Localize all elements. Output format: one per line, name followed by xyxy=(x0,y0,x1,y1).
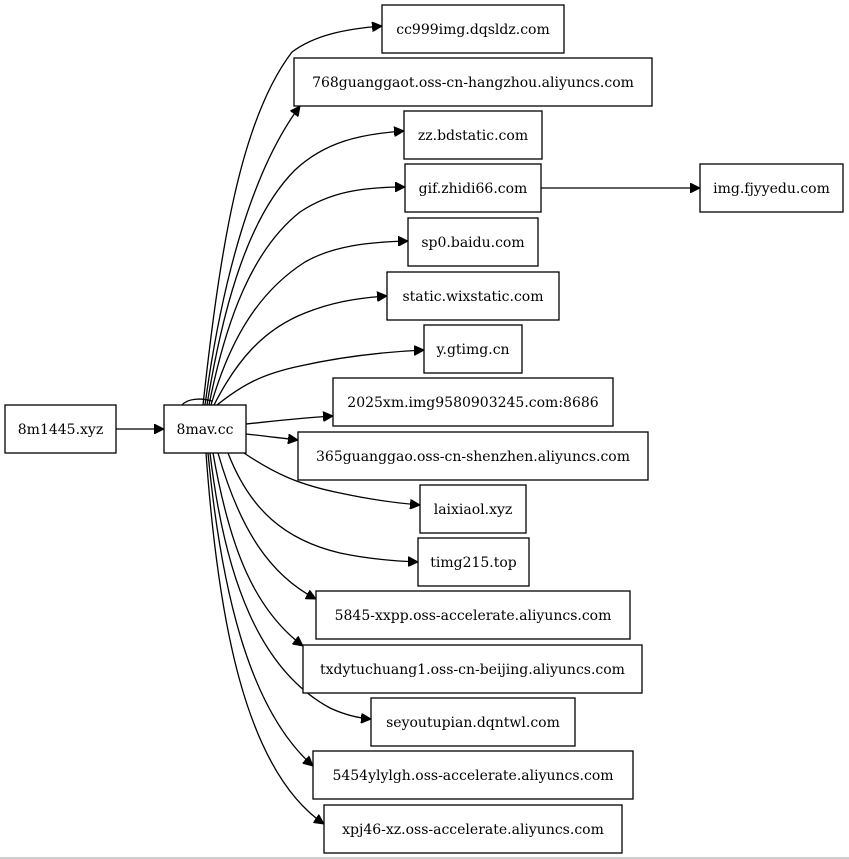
node-txdytuchuang1: txdytuchuang1.oss-cn-beijing.aliyuncs.co… xyxy=(302,644,643,694)
node-label: gif.zhidi66.com xyxy=(419,181,528,197)
node-label: 2025xm.img9580903245.com:8686 xyxy=(347,395,598,411)
edge-8mav-to-staticwix xyxy=(213,296,387,406)
edge-8mav-to-laixiaol xyxy=(243,452,420,505)
node-label: sp0.baidu.com xyxy=(421,235,524,251)
edge-8mav-to-2025xm xyxy=(245,416,333,425)
edges xyxy=(116,26,700,824)
node-label: zz.bdstatic.com xyxy=(418,128,528,144)
node-label: y.gtimg.cn xyxy=(435,342,509,358)
node-box xyxy=(293,57,653,107)
node-8m1445: 8m1445.xyz xyxy=(4,404,117,454)
edge-8mav-to-sp0baidu xyxy=(210,241,408,406)
edge-8mav-to-ygtimg xyxy=(216,350,424,406)
node-cc999img: cc999img.dqsldz.com xyxy=(381,4,565,54)
edge-8mav-to-timg215 xyxy=(227,452,418,562)
edge-8mav-to-cc999img xyxy=(202,26,382,406)
node-box xyxy=(4,404,117,454)
node-5454ylylgh: 5454ylylgh.oss-accelerate.aliyuncs.com xyxy=(312,750,634,800)
edge-8mav-to-zzbdstatic xyxy=(206,131,404,406)
node-box xyxy=(297,431,649,481)
node-label: 5845-xxpp.oss-accelerate.aliyuncs.com xyxy=(335,608,612,624)
node-label: 768guanggaot.oss-cn-hangzhou.aliyuncs.co… xyxy=(312,75,634,91)
node-seyoutupian: seyoutupian.dqntwl.com xyxy=(370,697,576,747)
nodes: 8m1445.xyz 8mav.cc cc999img.dqsldz.com 768g… xyxy=(4,4,844,854)
node-box xyxy=(403,110,543,160)
node-box xyxy=(404,163,542,213)
node-365guanggao: 365guanggao.oss-cn-shenzhen.aliyuncs.com xyxy=(297,431,649,481)
node-8mav: 8mav.cc xyxy=(163,404,247,454)
edge-8mav-to-xpj46xz xyxy=(205,452,324,824)
bottom-border xyxy=(0,857,849,859)
node-label: img.fjyyedu.com xyxy=(713,181,830,197)
node-box xyxy=(417,537,530,587)
node-ygtimg: y.gtimg.cn xyxy=(423,324,523,374)
node-box xyxy=(381,4,565,54)
node-label: 5454ylylgh.oss-accelerate.aliyuncs.com xyxy=(332,768,613,784)
node-xpj46xz: xpj46-xz.oss-accelerate.aliyuncs.com xyxy=(323,804,623,854)
node-staticwix: static.wixstatic.com xyxy=(386,271,560,321)
node-label: timg215.top xyxy=(430,555,517,571)
edge-8mav-to-seyoutupian xyxy=(209,452,371,719)
edge-8mav-to-768guanggaot xyxy=(204,106,300,406)
node-box xyxy=(386,271,560,321)
edge-8mav-to-5454ylylgh xyxy=(207,452,313,766)
node-label: 365guanggao.oss-cn-shenzhen.aliyuncs.com xyxy=(316,449,630,465)
node-5845xxpp: 5845-xxpp.oss-accelerate.aliyuncs.com xyxy=(315,590,631,640)
node-box xyxy=(323,804,623,854)
node-box xyxy=(419,484,527,534)
node-box xyxy=(407,217,539,267)
node-timg215: timg215.top xyxy=(417,537,530,587)
node-2025xm: 2025xm.img9580903245.com:8686 xyxy=(332,377,614,427)
node-box xyxy=(315,590,631,640)
node-sp0baidu: sp0.baidu.com xyxy=(407,217,539,267)
node-label: xpj46-xz.oss-accelerate.aliyuncs.com xyxy=(342,822,604,838)
edge-8mav-to-365guanggao xyxy=(245,433,298,440)
node-box xyxy=(312,750,634,800)
node-laixiaol: laixiaol.xyz xyxy=(419,484,527,534)
node-label: seyoutupian.dqntwl.com xyxy=(386,715,560,731)
node-label: static.wixstatic.com xyxy=(402,289,543,305)
edge-8mav-to-5845xxpp xyxy=(217,452,316,600)
node-box xyxy=(163,404,247,454)
node-768guanggaot: 768guanggaot.oss-cn-hangzhou.aliyuncs.co… xyxy=(293,57,653,107)
node-label: laixiaol.xyz xyxy=(434,502,513,518)
node-box xyxy=(332,377,614,427)
node-box xyxy=(423,324,523,374)
edge-8mav-to-txdytuchuang1 xyxy=(212,452,303,646)
node-gifzhidi66: gif.zhidi66.com xyxy=(404,163,542,213)
node-box xyxy=(302,644,643,694)
node-label: txdytuchuang1.oss-cn-beijing.aliyuncs.co… xyxy=(320,662,625,678)
node-box xyxy=(699,163,844,213)
node-box xyxy=(370,697,576,747)
node-label: 8mav.cc xyxy=(177,422,234,438)
node-zzbdstatic: zz.bdstatic.com xyxy=(403,110,543,160)
node-label: 8m1445.xyz xyxy=(18,422,103,438)
node-imgfjyyedu: img.fjyyedu.com xyxy=(699,163,844,213)
edge-8mav-to-gifzhidi66 xyxy=(208,187,405,406)
node-label: cc999img.dqsldz.com xyxy=(396,22,550,38)
